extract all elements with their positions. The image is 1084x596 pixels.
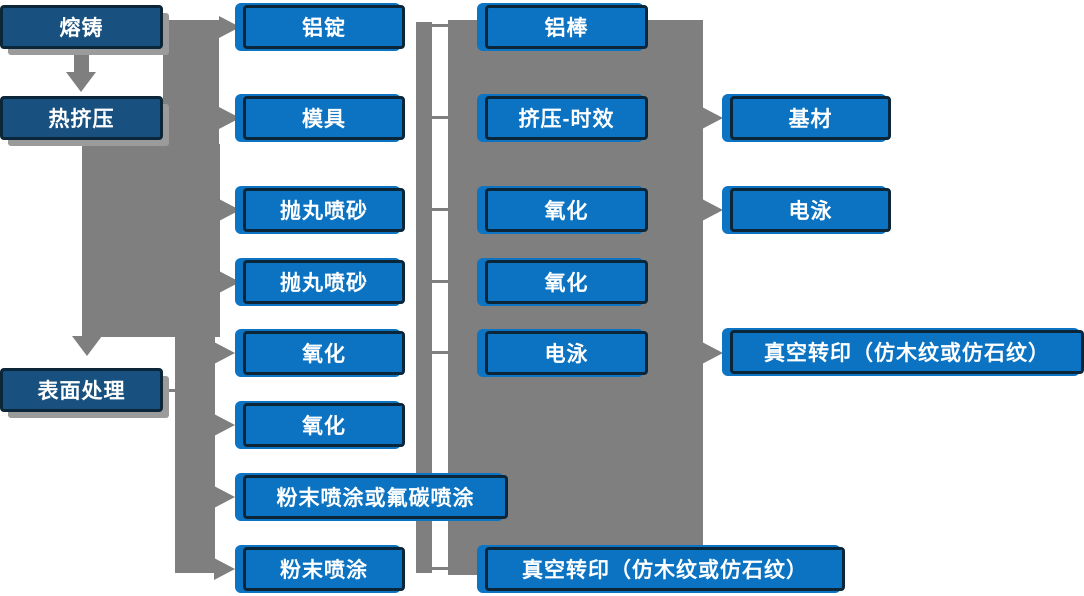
node-vacuum-transfer-bottom: 真空转印（仿木纹或仿石纹）	[485, 547, 845, 591]
connector-surface-treatment-stub	[163, 389, 177, 392]
arrow-to-powder-coating-long-icon	[214, 486, 235, 508]
link-row3	[418, 208, 448, 211]
link-row8	[418, 567, 448, 570]
arrow-to-oxidation-2-icon	[214, 414, 235, 436]
node-shot-blasting-1: 抛丸喷砂	[243, 188, 405, 232]
connector-melt-to-extrusion-shaft	[74, 46, 89, 74]
node-aluminum-ingot: 铝锭	[243, 5, 405, 49]
arrow-to-shot-blasting-2-icon	[219, 271, 240, 293]
arrow-down-to-surface-treatment-icon	[72, 336, 102, 356]
link-row4	[418, 280, 448, 283]
link-row1	[418, 24, 448, 27]
connector-left-band-lower	[175, 337, 215, 573]
node-surface-treatment: 表面处理	[0, 368, 163, 412]
node-hot-extrusion: 热挤压	[0, 96, 163, 140]
connector-left-band-upper	[163, 20, 219, 146]
arrow-to-shot-blasting-1-icon	[219, 199, 240, 221]
node-shot-blasting-2: 抛丸喷砂	[243, 260, 405, 304]
node-powder-or-fluorocarbon-coating: 粉末喷涂或氟碳喷涂	[243, 475, 508, 519]
arrow-to-aluminum-ingot-icon	[219, 16, 240, 38]
node-vacuum-transfer-right: 真空转印（仿木纹或仿石纹）	[730, 330, 1084, 374]
node-electrophoresis-mid: 电泳	[485, 331, 648, 375]
arrow-to-electrophoresis-icon	[702, 199, 723, 221]
link-row5	[418, 351, 448, 354]
arrow-to-base-material-icon	[702, 107, 723, 129]
connector-mid-band	[416, 22, 432, 573]
node-oxidation-c: 氧化	[485, 188, 648, 232]
arrow-to-mold-icon	[219, 107, 240, 129]
node-mold: 模具	[243, 96, 405, 140]
node-aluminum-rod: 铝棒	[485, 5, 648, 49]
node-oxidation-b: 氧化	[243, 403, 405, 447]
node-oxidation-d: 氧化	[485, 260, 648, 304]
arrow-to-oxidation-1-icon	[214, 342, 235, 364]
link-row2	[418, 116, 448, 119]
arrow-to-powder-coating-icon	[214, 558, 235, 580]
node-melt-casting: 熔铸	[0, 5, 163, 49]
node-oxidation-a: 氧化	[243, 331, 405, 375]
arrow-down-to-hot-extrusion-icon	[66, 72, 96, 92]
node-powder-coating: 粉末喷涂	[243, 547, 405, 591]
connector-left-block	[82, 144, 220, 337]
arrow-to-vacuum-transfer-icon	[702, 342, 723, 364]
node-base-material: 基材	[730, 96, 891, 140]
node-electrophoresis-right: 电泳	[730, 188, 891, 232]
node-extrusion-aging: 挤压-时效	[485, 96, 648, 140]
